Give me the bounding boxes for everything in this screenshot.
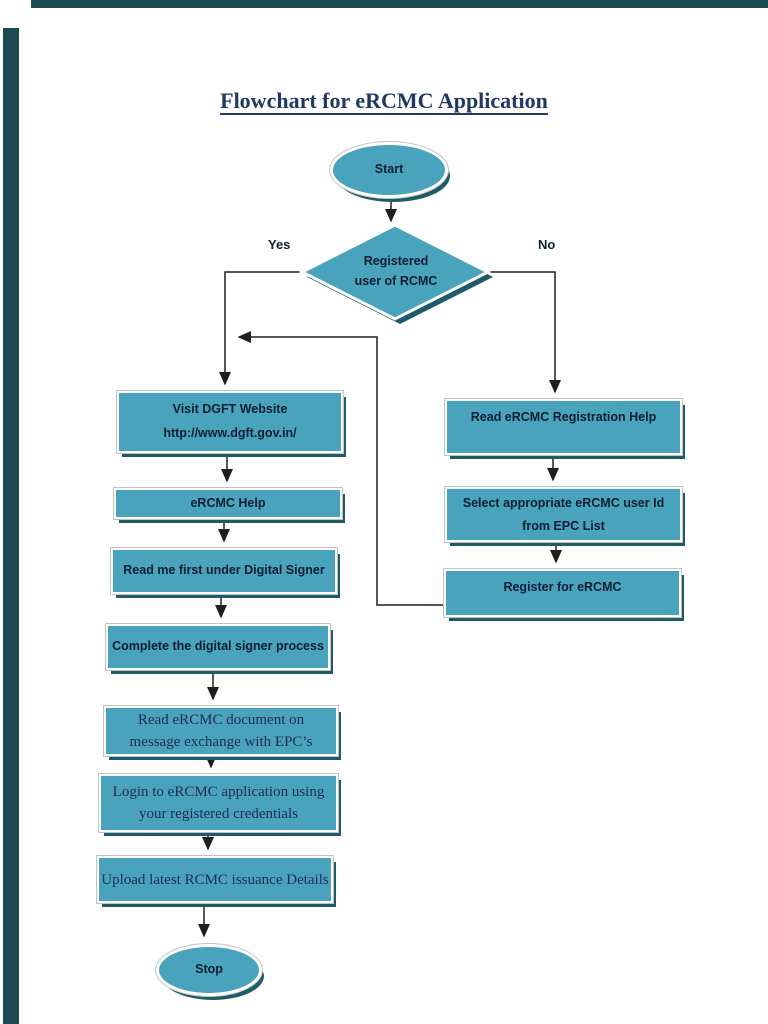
stop-node: Stop [156,944,262,996]
decision-text: Registered user of RCMC [354,254,438,288]
decision-registered-user: Registered user of RCMC [293,218,499,330]
step-ercmc-help: eRCMC Help [114,488,342,519]
step-complete-digital-signer: Complete the digital signer process [106,624,330,670]
step-read-ercmc-document: Read eRCMC document on message exchange … [104,706,338,756]
page-title: Flowchart for eRCMC Application [220,88,548,113]
page-border-left [3,28,19,1024]
step-login-ercmc: Login to eRCMC application using your re… [99,774,338,832]
step-register-ercmc: Register for eRCMC [444,569,681,617]
page-border-top [31,0,768,8]
label-yes: Yes [268,237,291,252]
step-upload-rcmc-details: Upload latest RCMC issuance Details [97,856,333,903]
label-no: No [538,237,556,252]
diamond-shape [298,223,493,324]
stop-label: Stop [195,962,223,977]
step-read-me-first: Read me first under Digital Signer [111,548,337,594]
step-select-user-id: Select appropriate eRCMC user Id from EP… [445,487,682,542]
start-node: Start [330,142,448,198]
start-label: Start [374,162,404,177]
step-visit-dgft-website: Visit DGFT Website http://www.dgft.gov.i… [117,391,343,453]
step-read-registration-help: Read eRCMC Registration Help [445,399,682,455]
